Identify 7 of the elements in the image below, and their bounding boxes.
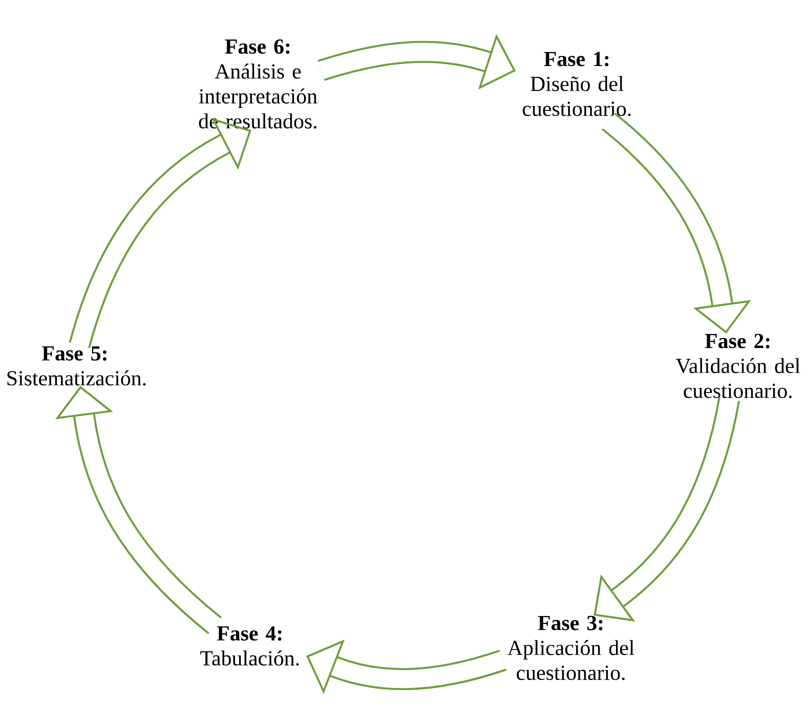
phase-label: Fase 3: Aplicación del cuestionario. [508, 616, 634, 680]
phase-label: Fase 5: Sistematización. [7, 346, 146, 386]
phase-label: Fase 2: Validación del cuestionario. [676, 334, 800, 398]
phase-label: Fase 1: Diseño del cuestionario. [522, 52, 631, 116]
block-arrow [68, 118, 252, 348]
block-arrow [594, 397, 740, 622]
phase-label: Fase 4: Tabulación. [200, 626, 299, 666]
